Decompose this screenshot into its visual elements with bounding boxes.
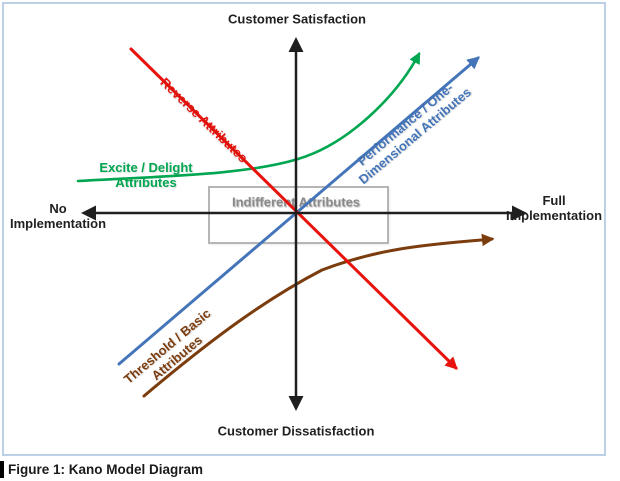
excite-label-line2: Attributes xyxy=(115,175,177,190)
full-implementation-line2: Implementation xyxy=(505,208,603,223)
no-implementation-label: No Implementation xyxy=(10,201,106,231)
excite-label-line1: Excite / Delight xyxy=(99,160,193,175)
full-implementation-line1: Full xyxy=(542,193,566,208)
indifferent-attributes-label: Indifferent Attributes xyxy=(231,194,361,210)
full-implementation-label: Full Implementation xyxy=(506,193,602,223)
figure-caption-text: Figure 1: Kano Model Diagram xyxy=(8,461,204,477)
no-implementation-line2: Implementation xyxy=(9,216,107,231)
text-cursor-bar xyxy=(0,460,4,478)
customer-dissatisfaction-label: Customer Dissatisfaction xyxy=(217,423,375,439)
excite-delight-label: Excite / Delight Attributes xyxy=(99,160,192,190)
no-implementation-line1: No xyxy=(49,201,67,216)
figure-caption: Figure 1: Kano Model Diagram xyxy=(0,459,203,479)
customer-satisfaction-label: Customer Satisfaction xyxy=(228,11,366,27)
